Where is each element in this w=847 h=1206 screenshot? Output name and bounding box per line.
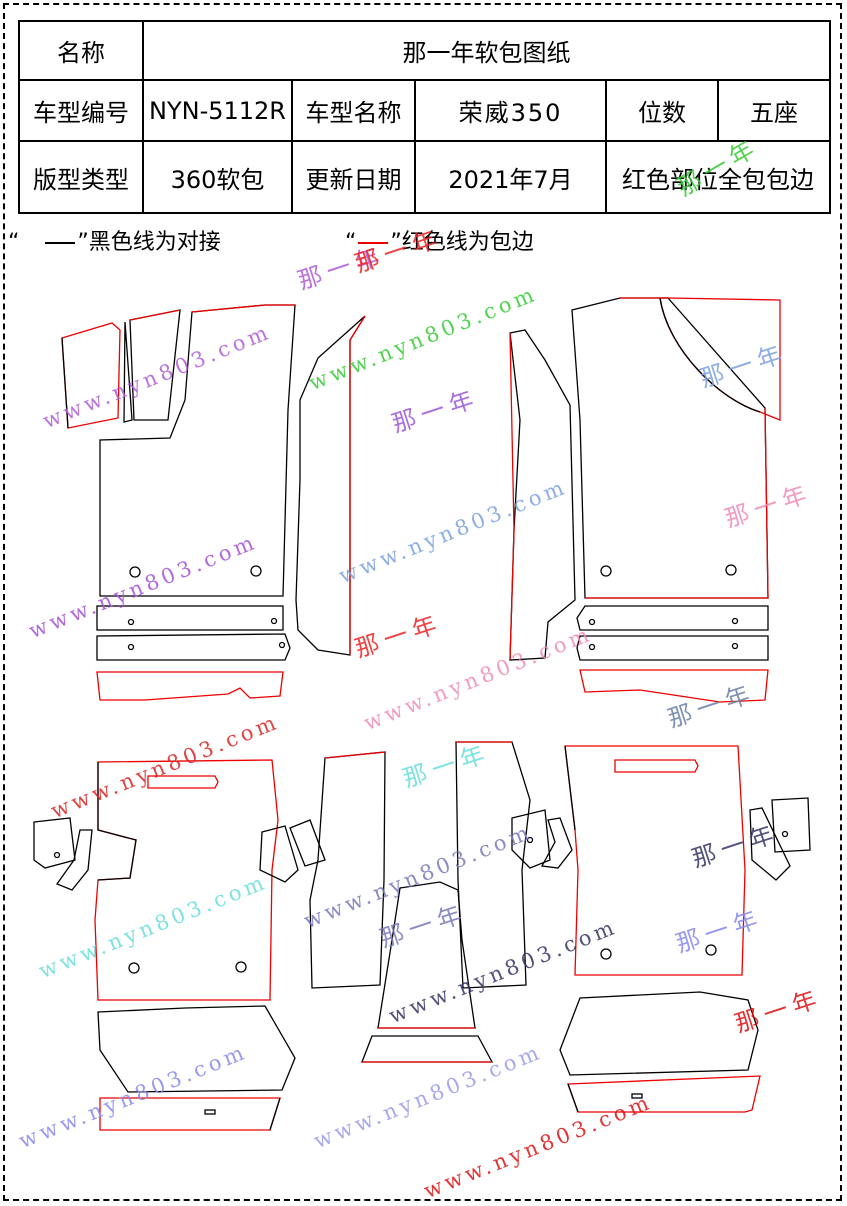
legend-black-open: “ bbox=[8, 230, 20, 255]
piece-lower-left-tab-1 bbox=[33, 817, 76, 869]
piece-right-strip-2 bbox=[576, 635, 769, 661]
name-value: 那一年软包图纸 bbox=[142, 20, 831, 81]
name-label: 名称 bbox=[18, 20, 144, 81]
piece-lower-right-tab-3 bbox=[771, 797, 811, 853]
piece-left-small-1 bbox=[61, 322, 121, 429]
hole bbox=[129, 566, 141, 578]
pattern-type-value: 360软包 bbox=[142, 140, 293, 214]
black-line-sample bbox=[45, 242, 76, 244]
update-value: 2021年7月 bbox=[414, 140, 607, 214]
hole bbox=[250, 565, 262, 577]
piece-lower-right-kick bbox=[559, 991, 759, 1076]
piece-lower-left-door bbox=[94, 759, 279, 1001]
piece-lower-right-tab-2 bbox=[540, 817, 573, 869]
piece-lower-right-tab-1 bbox=[511, 809, 551, 869]
piece-center-bottom bbox=[361, 1035, 494, 1063]
pattern-type-label: 版型类型 bbox=[18, 140, 144, 214]
model-name-value: 荣威350 bbox=[414, 79, 607, 142]
page-border bbox=[3, 3, 842, 1201]
model-code-value: NYN-5112R bbox=[142, 79, 293, 142]
piece-lower-left-sill bbox=[99, 1097, 281, 1131]
piece-left-strip-2 bbox=[96, 633, 291, 661]
piece-left-strip-3 bbox=[96, 671, 284, 701]
piece-center-pillar-left bbox=[309, 751, 386, 989]
piece-lower-right-tab-4 bbox=[749, 807, 791, 881]
piece-left-door bbox=[99, 304, 296, 597]
piece-right-strip-3 bbox=[579, 669, 769, 703]
legend-black-text: ”黑色线为对接 bbox=[77, 230, 221, 255]
hole bbox=[725, 564, 737, 576]
model-code-label: 车型编号 bbox=[18, 79, 144, 142]
legend-black: “ ”黑色线为对接 bbox=[8, 228, 221, 258]
piece-lower-left-kick bbox=[97, 1005, 296, 1093]
legend-red: “ ”红色线为包边 bbox=[345, 228, 534, 258]
update-label: 更新日期 bbox=[291, 140, 416, 214]
piece-right-door bbox=[571, 297, 769, 599]
piece-left-pillar bbox=[295, 315, 366, 656]
legend-red-open: “ bbox=[345, 230, 357, 255]
piece-left-small-3 bbox=[129, 309, 181, 421]
piece-lower-right-door bbox=[564, 745, 746, 976]
piece-lower-left-tab-3 bbox=[259, 825, 299, 883]
model-name-label: 车型名称 bbox=[291, 79, 416, 142]
edge-note: 红色部位全包包边 bbox=[605, 140, 831, 214]
red-line-sample bbox=[358, 242, 389, 244]
piece-right-pillar bbox=[509, 329, 576, 661]
piece-left-strip-1 bbox=[96, 605, 284, 631]
piece-right-strip-1 bbox=[576, 605, 769, 631]
seats-label: 位数 bbox=[605, 79, 719, 142]
hole bbox=[600, 565, 612, 577]
piece-lower-left-tab-4 bbox=[289, 819, 326, 867]
handle-slot bbox=[147, 775, 219, 789]
seats-value: 五座 bbox=[717, 79, 831, 142]
piece-left-small-2 bbox=[123, 321, 133, 423]
piece-lower-left-tab-2 bbox=[55, 829, 93, 891]
handle-slot bbox=[614, 759, 699, 773]
piece-center-console bbox=[377, 881, 476, 1029]
spec-table: 名称 那一年软包图纸 车型编号 NYN-5112R 车型名称 荣威350 位数 … bbox=[18, 20, 831, 214]
legend-red-text: ”红色线为包边 bbox=[390, 230, 534, 255]
piece-right-quarter bbox=[659, 297, 781, 421]
piece-lower-right-sill bbox=[567, 1075, 761, 1113]
